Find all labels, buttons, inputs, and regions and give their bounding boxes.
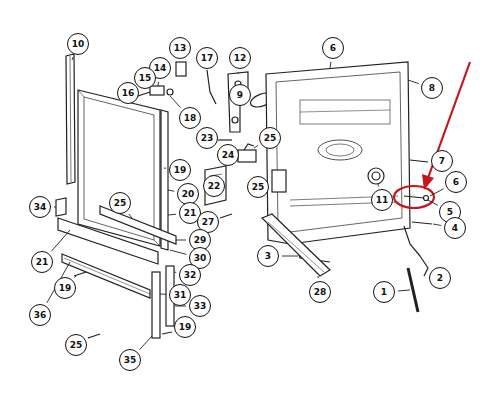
- leader-line: [139, 336, 152, 350]
- callout-number: 25: [109, 192, 131, 214]
- callout-number: 25: [259, 127, 281, 149]
- callout-number: 3: [257, 245, 279, 267]
- leader-line: [160, 294, 166, 295]
- callout-number: 9: [229, 84, 251, 106]
- callout-number: 2: [429, 267, 451, 289]
- leader-line: [254, 145, 258, 148]
- callout-number: 10: [67, 33, 89, 55]
- leader-line: [88, 337, 90, 338]
- leader-line: [428, 200, 438, 205]
- callout-number: 13: [169, 37, 191, 59]
- highlight-marker: [394, 62, 470, 208]
- leader-line: [170, 96, 181, 108]
- leader-line: [282, 256, 298, 257]
- leader-line: [51, 230, 70, 251]
- callout-number: 34: [29, 196, 51, 218]
- leader-line: [74, 276, 76, 278]
- leader-line: [433, 224, 441, 225]
- callout-number: 18: [179, 107, 201, 129]
- callout-number: 24: [217, 144, 239, 166]
- callout-number: 8: [421, 77, 443, 99]
- callout-number: 7: [431, 150, 453, 172]
- leader-line: [168, 214, 176, 216]
- callout-number: 25: [247, 176, 269, 198]
- callout-number: 19: [54, 277, 76, 299]
- leader-line: [238, 72, 239, 74]
- callout-number: 19: [174, 316, 196, 338]
- callout-number: 4: [444, 217, 466, 239]
- leader-line: [318, 276, 319, 278]
- leader-line: [398, 290, 410, 292]
- leader-line: [54, 207, 56, 208]
- leader-line: [330, 62, 332, 68]
- callout-number: 17: [196, 47, 218, 69]
- callout-number: 11: [371, 189, 393, 211]
- callout-number: 16: [117, 82, 139, 104]
- callout-number: 23: [196, 127, 218, 149]
- leader-line: [176, 240, 186, 241]
- leader-line: [408, 80, 419, 84]
- callout-number: 1: [373, 281, 395, 303]
- callout-number: 21: [31, 251, 53, 273]
- callout-number: 36: [29, 304, 51, 326]
- callout-number: 19: [169, 159, 191, 181]
- leader-line: [164, 168, 166, 169]
- callout-number: 31: [169, 284, 191, 306]
- callout-number: 12: [229, 47, 251, 69]
- callout-number: 32: [179, 264, 201, 286]
- callout-number: 15: [134, 67, 156, 89]
- callout-number: 33: [189, 295, 211, 317]
- leader-line: [378, 184, 380, 186]
- callout-number: 22: [203, 175, 225, 197]
- leader-line: [158, 82, 159, 86]
- callout-number: 28: [309, 281, 331, 303]
- callout-number: 35: [119, 349, 141, 371]
- leader-line: [174, 272, 176, 273]
- leader-line: [129, 214, 132, 218]
- callout-number: 6: [445, 171, 467, 193]
- callout-number: 25: [65, 334, 87, 356]
- leader-line: [170, 250, 186, 254]
- leader-line: [168, 190, 174, 191]
- leader-line: [430, 189, 444, 196]
- leader-line: [72, 57, 73, 60]
- callout-number: 6: [322, 37, 344, 59]
